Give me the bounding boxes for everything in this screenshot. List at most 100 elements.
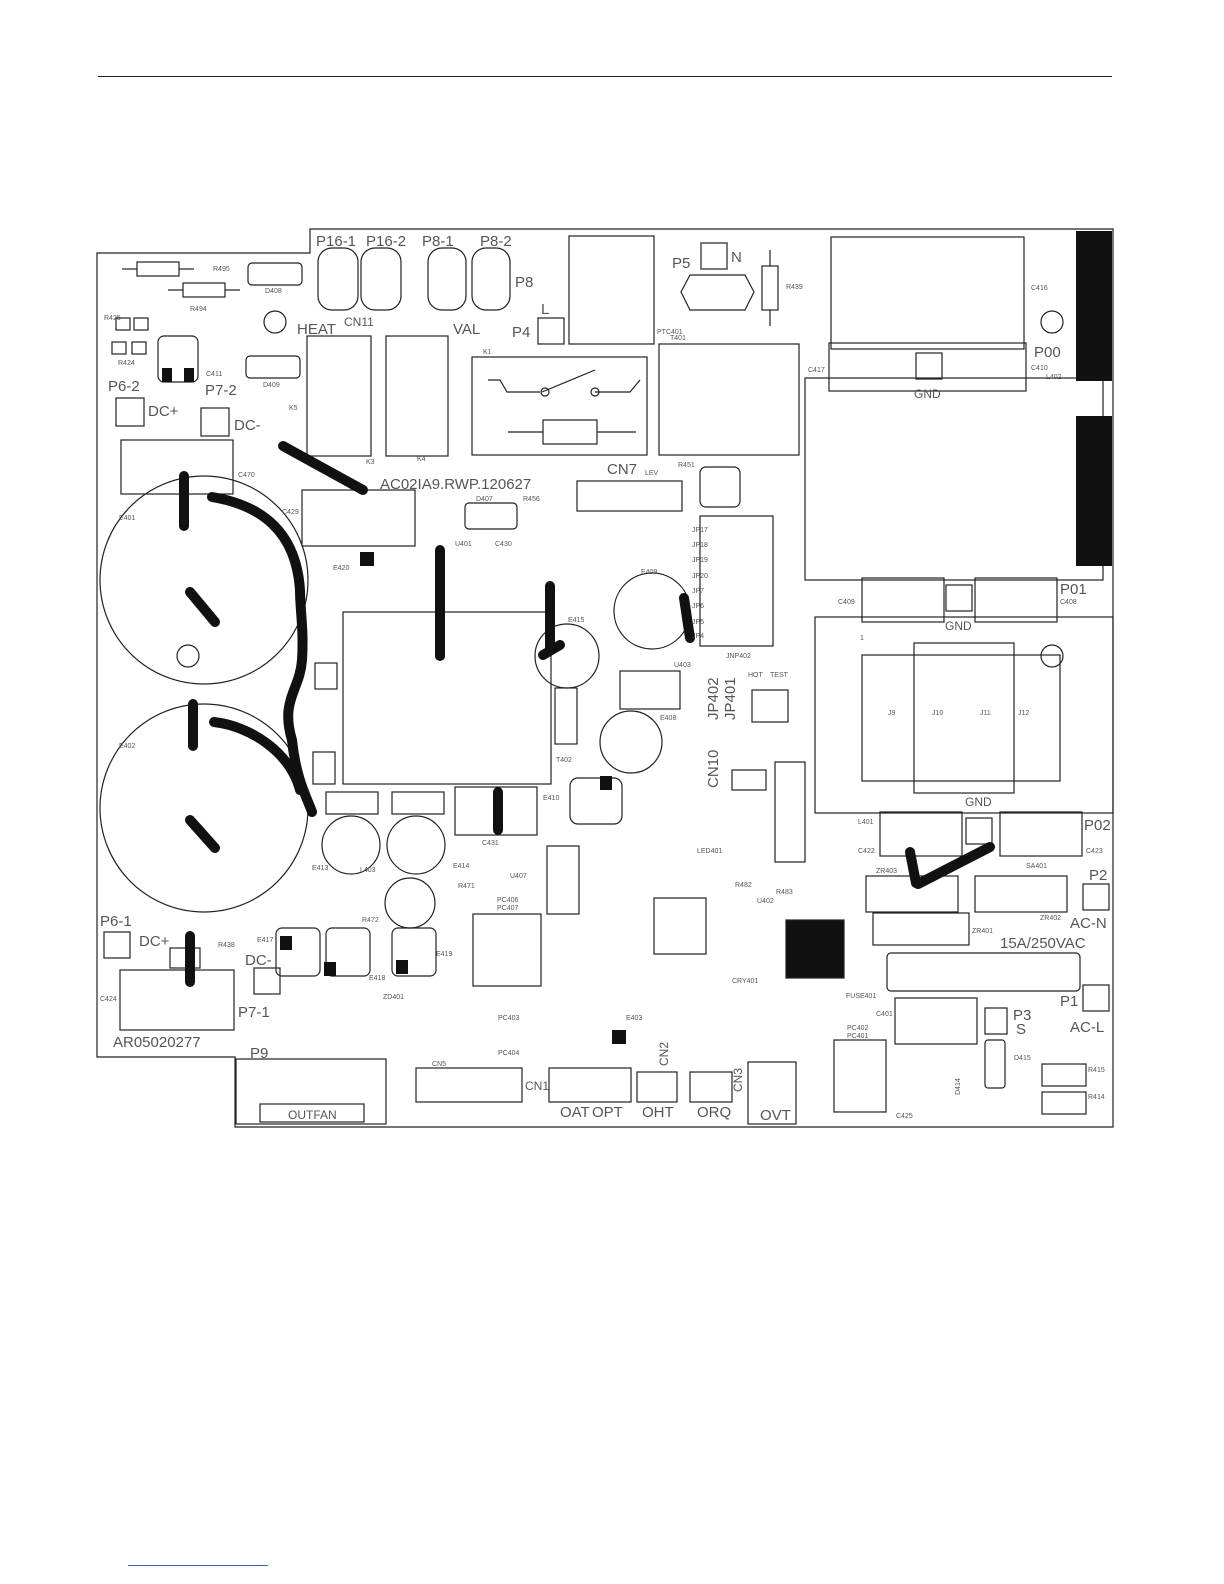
label-ptc401: PTC401 bbox=[657, 329, 683, 336]
label-p16-1: P16-1 bbox=[316, 233, 356, 250]
label-j12: J12 bbox=[1018, 710, 1029, 717]
label-e417: E417 bbox=[257, 937, 273, 944]
label-p5: P5 bbox=[672, 255, 690, 272]
label-zd401: ZD401 bbox=[383, 994, 404, 1001]
label-r424: R424 bbox=[118, 360, 135, 367]
label-p3: P3 bbox=[1013, 1007, 1031, 1024]
label-c416: C416 bbox=[1031, 285, 1048, 292]
label-r415: R415 bbox=[1088, 1067, 1105, 1074]
label-r451: R451 bbox=[678, 462, 695, 469]
label-d409: D409 bbox=[263, 382, 280, 389]
label-t401: T401 bbox=[670, 335, 686, 342]
label-pc404: PC404 bbox=[498, 1050, 520, 1057]
label-l403: L403 bbox=[360, 867, 376, 874]
label-jp18: JP18 bbox=[692, 542, 708, 549]
label-j9: J9 bbox=[888, 710, 896, 717]
label-c429: C429 bbox=[282, 509, 299, 516]
label-cn5: CN5 bbox=[432, 1061, 446, 1068]
label-pc403: PC403 bbox=[498, 1015, 520, 1022]
label-dc-plus-bot: DC+ bbox=[139, 933, 170, 950]
label-e401: E401 bbox=[119, 515, 135, 522]
label-gnd3: GND bbox=[965, 795, 992, 809]
label-jp5: JP5 bbox=[692, 619, 704, 626]
label-dc-minus-top: DC- bbox=[234, 417, 261, 434]
label-l401: L401 bbox=[858, 819, 874, 826]
label-gnd1: GND bbox=[914, 387, 941, 401]
label-j10: J10 bbox=[932, 710, 943, 717]
label-u401: U401 bbox=[455, 541, 472, 548]
label-zr401: ZR401 bbox=[972, 928, 993, 935]
label-c410: C410 bbox=[1031, 365, 1048, 372]
label-pc401: PC401 bbox=[847, 1033, 869, 1040]
label-r494: R494 bbox=[190, 306, 207, 313]
label-d408: D408 bbox=[265, 288, 282, 295]
label-c409: C409 bbox=[838, 599, 855, 606]
label-opt: OPT bbox=[592, 1104, 623, 1121]
label-l: L bbox=[541, 301, 549, 318]
label-c422: C422 bbox=[858, 848, 875, 855]
label-cry401: CRY401 bbox=[732, 978, 758, 985]
label-cn2: CN2 bbox=[657, 1042, 671, 1066]
label-p6-2: P6-2 bbox=[108, 378, 140, 395]
label-c423: C423 bbox=[1086, 848, 1103, 855]
label-e418: E418 bbox=[369, 975, 385, 982]
label-u402: U402 bbox=[757, 898, 774, 905]
label-p02: P02 bbox=[1084, 817, 1111, 834]
label-led401: LED401 bbox=[697, 848, 722, 855]
label-p8-1: P8-1 bbox=[422, 233, 454, 250]
label-oht: OHT bbox=[642, 1104, 674, 1121]
label-d414: D414 bbox=[955, 1078, 962, 1095]
label-pc402: PC402 bbox=[847, 1025, 869, 1032]
label-e403: E403 bbox=[626, 1015, 642, 1022]
label-jnp402: JNP402 bbox=[726, 653, 751, 660]
label-r471: R471 bbox=[458, 883, 475, 890]
label-hot: HOT bbox=[748, 672, 764, 679]
label-e410: E410 bbox=[543, 795, 559, 802]
label-k3: K3 bbox=[366, 459, 375, 466]
label-k5: K5 bbox=[289, 405, 298, 412]
label-c417: C417 bbox=[808, 367, 825, 374]
label-k1: K1 bbox=[483, 349, 492, 356]
label-p00: P00 bbox=[1034, 344, 1061, 361]
label-heat: HEAT bbox=[297, 321, 336, 338]
label-orq: ORQ bbox=[697, 1104, 731, 1121]
label-d407: D407 bbox=[476, 496, 493, 503]
label-c424: C424 bbox=[100, 996, 117, 1003]
label-r425: R425 bbox=[104, 315, 121, 322]
label-r438: R438 bbox=[218, 942, 235, 949]
label-d415: D415 bbox=[1014, 1055, 1031, 1062]
label-t402: T402 bbox=[556, 757, 572, 764]
label-p6-1: P6-1 bbox=[100, 913, 132, 930]
label-cn10: CN10 bbox=[705, 750, 722, 788]
board-outline bbox=[96, 228, 1114, 1128]
label-c425: C425 bbox=[896, 1113, 913, 1120]
label-dc-plus-top: DC+ bbox=[148, 403, 179, 420]
label-u407: U407 bbox=[510, 873, 527, 880]
label-dc-minus-bot: DC- bbox=[245, 952, 272, 969]
label-p7-1: P7-1 bbox=[238, 1004, 270, 1021]
label-c411: C411 bbox=[206, 371, 222, 378]
label-pc407: PC407 bbox=[497, 905, 519, 912]
label-r482: R482 bbox=[735, 882, 752, 889]
label-one: 1 bbox=[860, 635, 864, 642]
label-jp6: JP6 bbox=[692, 603, 704, 610]
label-sa401: SA401 bbox=[1026, 863, 1047, 870]
label-c401: C401 bbox=[876, 1011, 893, 1018]
label-jp401: JP401 bbox=[722, 677, 739, 720]
footer-link-underline[interactable] bbox=[128, 1565, 268, 1566]
label-jp4: JP4 bbox=[692, 633, 704, 640]
label-r483: R483 bbox=[776, 889, 793, 896]
label-p1: P1 bbox=[1060, 993, 1078, 1010]
label-cn3: CN3 bbox=[731, 1068, 745, 1092]
label-e419: E419 bbox=[436, 951, 452, 958]
fuse-rating: 15A/250VAC bbox=[1000, 935, 1086, 952]
label-test: TEST bbox=[770, 672, 789, 679]
label-r472: R472 bbox=[362, 917, 379, 924]
label-e402: E402 bbox=[119, 743, 135, 750]
label-e414: E414 bbox=[453, 863, 469, 870]
label-pc406: PC406 bbox=[497, 897, 519, 904]
label-jp402: JP402 bbox=[705, 677, 722, 720]
label-cn7: CN7 bbox=[607, 461, 637, 478]
label-c470: C470 bbox=[238, 472, 255, 479]
